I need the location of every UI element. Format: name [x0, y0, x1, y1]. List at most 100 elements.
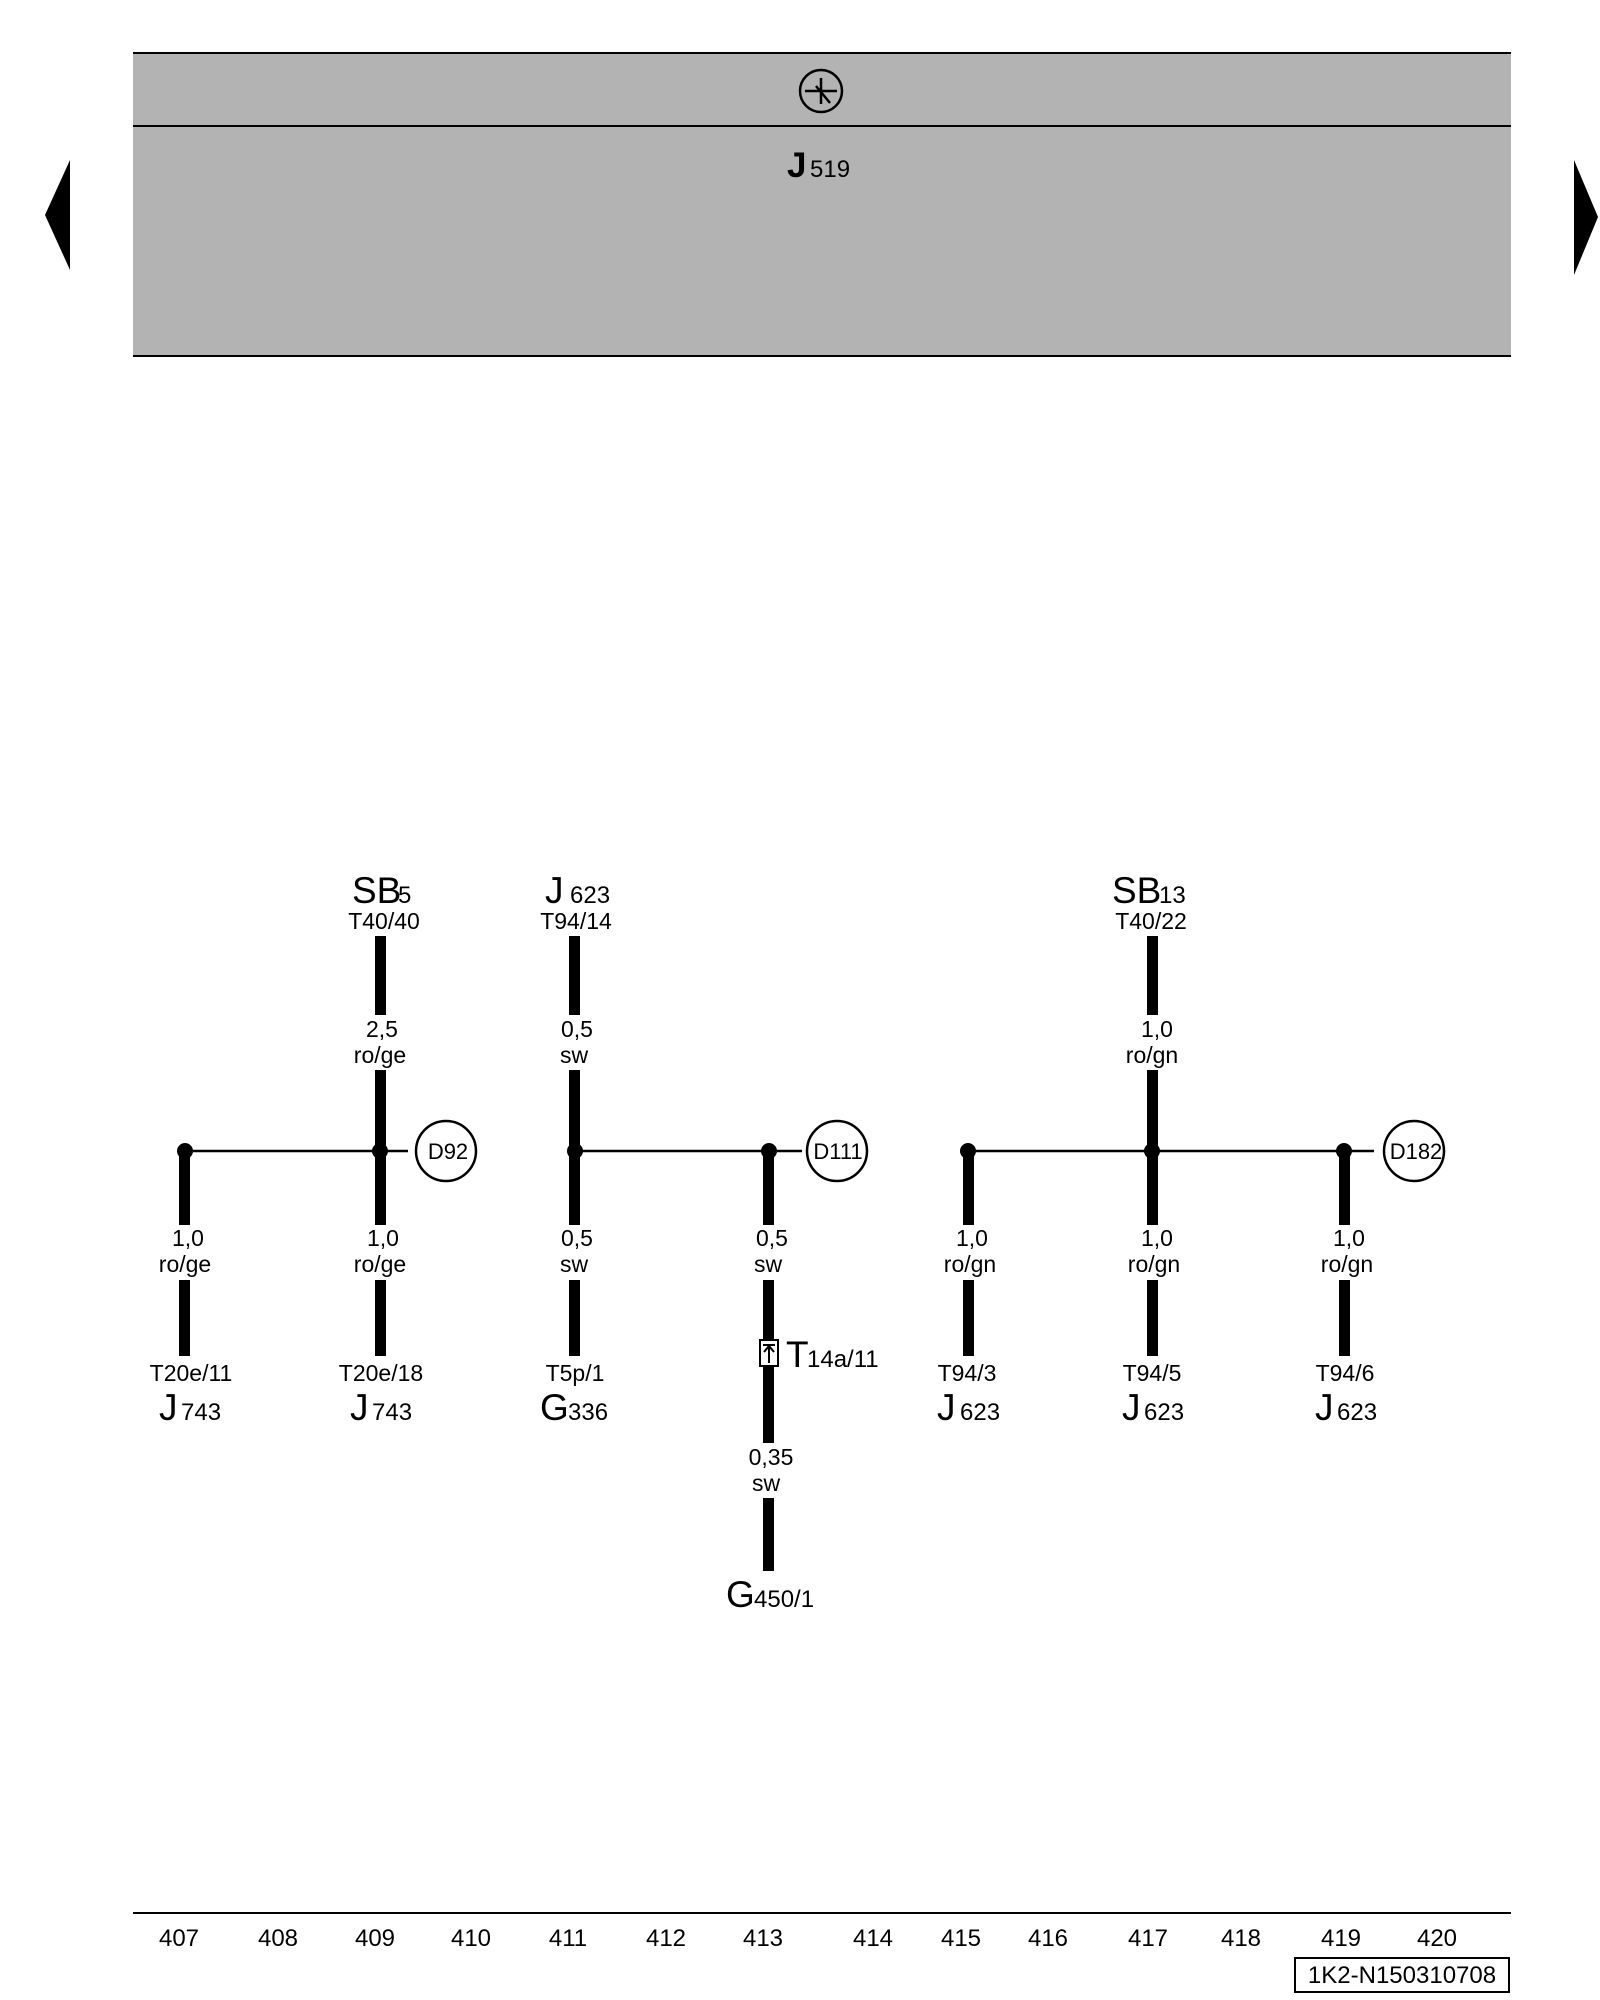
ruler-tick-label: 413	[743, 1925, 783, 1952]
ground-symbol-icon	[798, 68, 844, 114]
branch-component: J	[350, 1387, 369, 1428]
header-panel: J 519	[133, 52, 1511, 357]
branch-color: ro/ge	[354, 1251, 406, 1277]
wire-segment	[1147, 1280, 1158, 1356]
wire-pin: T94/14	[540, 908, 612, 934]
wire-segment	[763, 1280, 774, 1340]
wire-color: ro/ge	[354, 1042, 406, 1068]
branch-gauge: 1,0	[172, 1225, 204, 1251]
wire-segment	[763, 1366, 774, 1443]
branch-pin: T20e/18	[339, 1360, 423, 1386]
ruler-tick-label: 411	[549, 1925, 587, 1952]
branch-component: J	[937, 1387, 956, 1428]
right-arrow-icon[interactable]	[1574, 160, 1598, 275]
branch-component-sub: 743	[372, 1399, 412, 1426]
branch-component: J	[1315, 1387, 1334, 1428]
node-label: D182	[1390, 1139, 1443, 1164]
wire-segment	[1339, 1151, 1350, 1225]
wire-segment	[763, 1498, 774, 1571]
document-number-text: 1K2-N150310708	[1308, 1962, 1496, 1989]
branch-gauge: 0,5	[561, 1225, 593, 1251]
wire-segment	[569, 1151, 580, 1225]
branch-color: ro/gn	[944, 1251, 996, 1277]
ruler-tick-label: 410	[451, 1925, 491, 1952]
ruler-tick-label: 412	[646, 1925, 686, 1952]
wire-gauge: 0,5	[561, 1016, 593, 1042]
wire-gauge: 1,0	[1141, 1016, 1173, 1042]
header-component-letter: J	[787, 146, 806, 185]
group-sb5: SB 5 T40/40 2,5 ro/ge D92 1,0 ro/ge T20e…	[150, 870, 478, 1428]
branch-gauge: 1,0	[1141, 1225, 1173, 1251]
branch-pin: T94/6	[1316, 1360, 1375, 1386]
ruler-tick-label: 416	[1028, 1925, 1068, 1952]
wire-top-sub: 13	[1159, 882, 1186, 909]
wire-top-sub: 5	[398, 882, 411, 909]
branch-gauge-2: 0,35	[749, 1444, 794, 1470]
header-component-number: 519	[810, 156, 850, 183]
branch-color: sw	[754, 1251, 783, 1277]
branch-pin: T20e/11	[150, 1360, 233, 1386]
ruler-tick-label: 408	[258, 1925, 298, 1952]
left-arrow-icon[interactable]	[45, 160, 70, 270]
wire-pin: T40/40	[348, 908, 420, 934]
node-d111: D111	[805, 1119, 869, 1183]
branch-gauge: 1,0	[1333, 1225, 1365, 1251]
connector-label-sub: 14a/11	[807, 1346, 879, 1373]
wire-segment	[179, 1280, 190, 1356]
node-label: D92	[428, 1139, 468, 1164]
branch-component-sub: 623	[1337, 1399, 1377, 1426]
ruler-tick-label: 418	[1221, 1925, 1261, 1952]
wire-segment	[1147, 1151, 1158, 1225]
connector-label: T	[786, 1334, 809, 1375]
wire-gauge: 2,5	[366, 1016, 398, 1042]
branch-component: J	[1122, 1387, 1141, 1428]
node-d92: D92	[414, 1119, 478, 1183]
ruler-tick-label: 407	[159, 1925, 199, 1952]
ruler-tick-label: 414	[853, 1925, 893, 1952]
branch-component: G	[726, 1574, 755, 1615]
ruler-tick-label: 419	[1321, 1925, 1361, 1952]
branch-pin: T94/3	[938, 1360, 997, 1386]
wire-segment	[569, 1070, 580, 1151]
branch-component-sub: 450/1	[754, 1586, 814, 1613]
branch-component-sub: 623	[960, 1399, 1000, 1426]
wire-top-label: SB	[1112, 870, 1161, 911]
branch-color: ro/gn	[1321, 1251, 1373, 1277]
wire-segment	[763, 1151, 774, 1225]
ruler-tick-label: 417	[1128, 1925, 1168, 1952]
wire-top-label: J	[545, 870, 564, 911]
wire-segment	[963, 1151, 974, 1225]
node-d182: D182	[1382, 1119, 1446, 1183]
footer-ruler: 407 408 409 410 411 412 413 414 415 416 …	[133, 1912, 1511, 1952]
node-label: D111	[813, 1139, 862, 1164]
wire-segment	[1147, 1070, 1158, 1151]
branch-color: ro/gn	[1128, 1251, 1180, 1277]
group-sb13: SB 13 T40/22 1,0 ro/gn D182 1,0 ro/gn T9…	[937, 870, 1446, 1428]
wire-top-sub: 623	[570, 882, 610, 909]
branch-component-sub: 743	[181, 1399, 221, 1426]
connector-icon	[759, 1339, 779, 1367]
branch-color: ro/ge	[159, 1251, 211, 1277]
wire-segment	[963, 1280, 974, 1356]
ruler-tick-label: 415	[941, 1925, 981, 1952]
wire-segment	[569, 1280, 580, 1356]
branch-color: sw	[560, 1251, 589, 1277]
wire-top-label: SB	[352, 870, 401, 911]
ruler-tick-label: 420	[1417, 1925, 1457, 1952]
wire-segment	[569, 936, 580, 1015]
branch-component-sub: 336	[568, 1399, 608, 1426]
wire-segment	[375, 1151, 386, 1225]
wire-color: sw	[560, 1042, 589, 1068]
branch-gauge: 0,5	[756, 1225, 788, 1251]
branch-component: J	[159, 1387, 178, 1428]
branch-color-2: sw	[752, 1470, 781, 1496]
wire-segment	[375, 1280, 386, 1356]
wire-segment	[375, 936, 386, 1015]
group-j623: J 623 T94/14 0,5 sw D111 0,5 sw T5p/1 G …	[540, 870, 879, 1615]
branch-gauge: 1,0	[367, 1225, 399, 1251]
document-number: 1K2-N150310708	[1294, 1957, 1510, 1993]
wire-segment	[1147, 936, 1158, 1015]
branch-pin: T94/5	[1123, 1360, 1182, 1386]
wire-segment	[375, 1070, 386, 1151]
